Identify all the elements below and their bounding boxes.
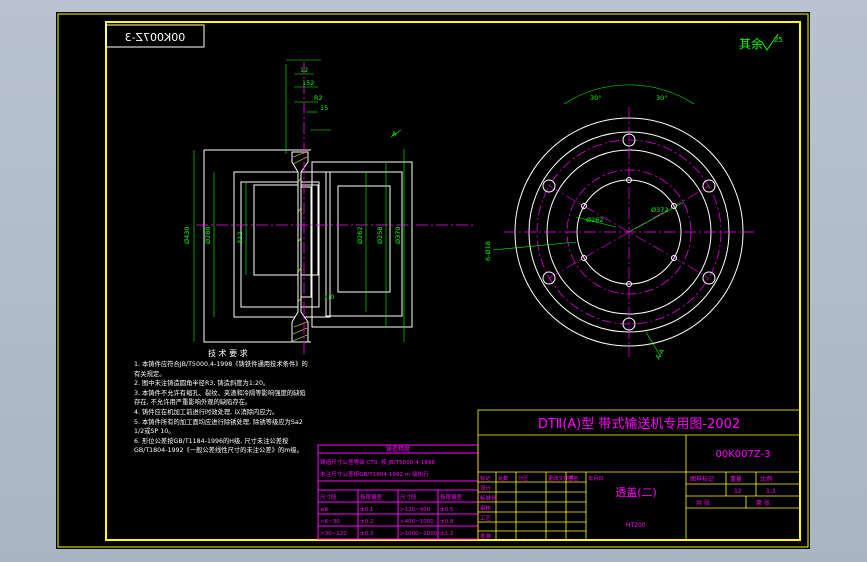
inner-frame — [105, 21, 801, 541]
scale-label: 比例 — [760, 475, 772, 483]
view-label: A — [392, 130, 397, 138]
revision-label: 标记 — [480, 474, 490, 482]
revision-label: 年月日 — [588, 474, 604, 482]
tolerance-cell: >400~1000 — [400, 519, 434, 525]
bolt-hole-icon — [542, 133, 716, 331]
code-box — [105, 24, 205, 48]
sheet-label: 第 张 — [756, 499, 770, 507]
tolerance-header-cell: 极限偏差 — [360, 493, 383, 501]
section-dimension-labels: Ø430 Ø280 312 Ø262 Ø258 Ø370 12 152 R2 1… — [183, 66, 402, 301]
tolerance-cell: >30~120 — [320, 531, 347, 537]
dim-r4: 15 — [320, 104, 328, 112]
revision-label: 处数 — [498, 474, 509, 482]
weight-label: 重量 — [730, 475, 742, 483]
dim-r2: 152 — [302, 79, 314, 87]
front-dimension-labels: 30° 30° Ø372 Ø262 6-Ø18 A-A — [484, 94, 669, 361]
code-mirrored: 00K007Z-3 — [125, 31, 186, 44]
dim-r3: 12 — [300, 66, 308, 74]
dim-thk: 1.0 — [324, 293, 334, 301]
tech-req-item: 6. 形位公差按GB/T1184-1996的H级, 尺寸未注公差按GB/T180… — [134, 437, 303, 455]
front-view — [504, 107, 754, 357]
drawing-sheet: 00K007Z-3 其余 25 — [56, 12, 810, 549]
roughness-note: 其余 — [739, 36, 763, 51]
roughness-symbol-icon — [761, 33, 779, 51]
dim-bolt-holes: 6-Ø18 — [484, 241, 492, 261]
tolerance-header-cell: 极限偏差 — [440, 493, 463, 501]
tolerance-cell: ±0.3 — [360, 531, 374, 537]
dim-d4: Ø258 — [376, 226, 384, 244]
tolerance-cell: >120~400 — [400, 507, 431, 513]
tolerance-cell: ±0.1 — [360, 507, 373, 513]
tolerance-cell: ±0.8 — [440, 519, 454, 525]
role-label: 标准化 — [480, 494, 497, 502]
dim-d5: Ø370 — [394, 226, 402, 244]
dim-deg-right: 30° — [656, 94, 668, 102]
dim-d3-front: Ø262 — [586, 216, 604, 224]
tolerance-cell: ≤6 — [320, 507, 329, 513]
sheet-no: 12 — [734, 488, 742, 495]
role-label: 工艺 — [480, 515, 492, 522]
section-label: A-A — [654, 347, 667, 361]
section-view — [196, 62, 476, 357]
tolerance-note-1: 铸造尺寸公差等级 CT9, 按 JB/T5000.4-1998 — [320, 458, 435, 466]
dim-r1: 312 — [236, 232, 244, 244]
tolerance-cell: >1000~2000 — [400, 531, 438, 537]
outer-border — [57, 13, 809, 548]
title-block — [477, 409, 801, 541]
material: HT200 — [626, 522, 646, 529]
front-dimensions — [492, 84, 695, 358]
drawing-code: 00K007Z-3 — [715, 449, 770, 460]
revision-label: 更改文件号 — [548, 474, 574, 482]
stage-label: 图样标记 — [690, 475, 714, 483]
tolerance-cell: ±0.5 — [440, 507, 454, 513]
tech-req-list: 1. 本铸件应符合JB/T5000.4-1998《铸铁件通用技术条件》的有关规定… — [134, 360, 312, 456]
dim-d2: Ø280 — [204, 226, 212, 244]
roughness-value: 25 — [774, 36, 783, 44]
tolerance-cell: ±1.2 — [440, 531, 453, 537]
role-label: 批准 — [480, 532, 492, 540]
role-label: 审核 — [480, 504, 492, 512]
tech-req-title: 技 术 要 求 — [208, 348, 248, 358]
scale-value: 1:3 — [766, 488, 776, 495]
tolerance-cell: >6~30 — [320, 519, 340, 525]
tolerance-note-2: 未注尺寸公差按GB/T1804-1992 m 级执行 — [320, 470, 429, 478]
dim-d3: Ø262 — [356, 226, 364, 244]
tolerance-title: 铸造精度 — [386, 445, 410, 453]
role-label: 设计 — [480, 484, 492, 492]
title-block-text: DTⅡ(A)型 带式输送机专用图-2002 00K007Z-3 透盖(二) HT… — [480, 416, 776, 540]
part-name: 透盖(二) — [615, 485, 657, 499]
tolerance-header-cell: 尺寸段 — [320, 493, 337, 501]
tech-req-item: 4. 铸件应在机加工前进行时效处理, 以消除内应力。 — [134, 408, 279, 416]
tolerance-header-cell: 尺寸段 — [400, 493, 417, 501]
tolerance-cell: ±0.2 — [360, 519, 373, 525]
dim-d1: Ø430 — [183, 226, 191, 244]
revision-label: 签名 — [568, 474, 578, 482]
series-title: DTⅡ(A)型 带式输送机专用图-2002 — [538, 416, 740, 432]
tech-req-item: 2. 图中未注铸造圆角半径R3, 铸造斜度为1:20。 — [134, 380, 270, 388]
drawing-canvas: 00K007Z-3 其余 25 — [57, 13, 809, 548]
revision-label: 分区 — [518, 474, 528, 482]
dim-d6: Ø372 — [651, 206, 669, 214]
tech-req-item: 3. 本铸件不允许有缩孔、裂纹、夹渣和冷隔等影响强度的缺陷存在, 不允许用严重影… — [134, 389, 306, 407]
dim-deg-left: 30° — [590, 94, 602, 102]
tech-requirements: 技 术 要 求 1. 本铸件应符合JB/T5000.4-1998《铸铁件通用技术… — [134, 348, 312, 456]
section-dimensions — [193, 59, 405, 342]
tech-req-item: 1. 本铸件应符合JB/T5000.4-1998《铸铁件通用技术条件》的有关规定… — [134, 361, 308, 378]
dim-fillet: R2 — [314, 94, 323, 102]
sheets-label: 共 张 — [696, 499, 710, 507]
tech-req-item: 5. 本铸件所有的加工面均应进行除锈处理, 除锈等级应为Sa2 1/2或SP 1… — [134, 418, 303, 436]
tolerance-table: 铸造精度 铸造尺寸公差等级 CT9, 按 JB/T5000.4-1998 未注尺… — [317, 444, 479, 540]
